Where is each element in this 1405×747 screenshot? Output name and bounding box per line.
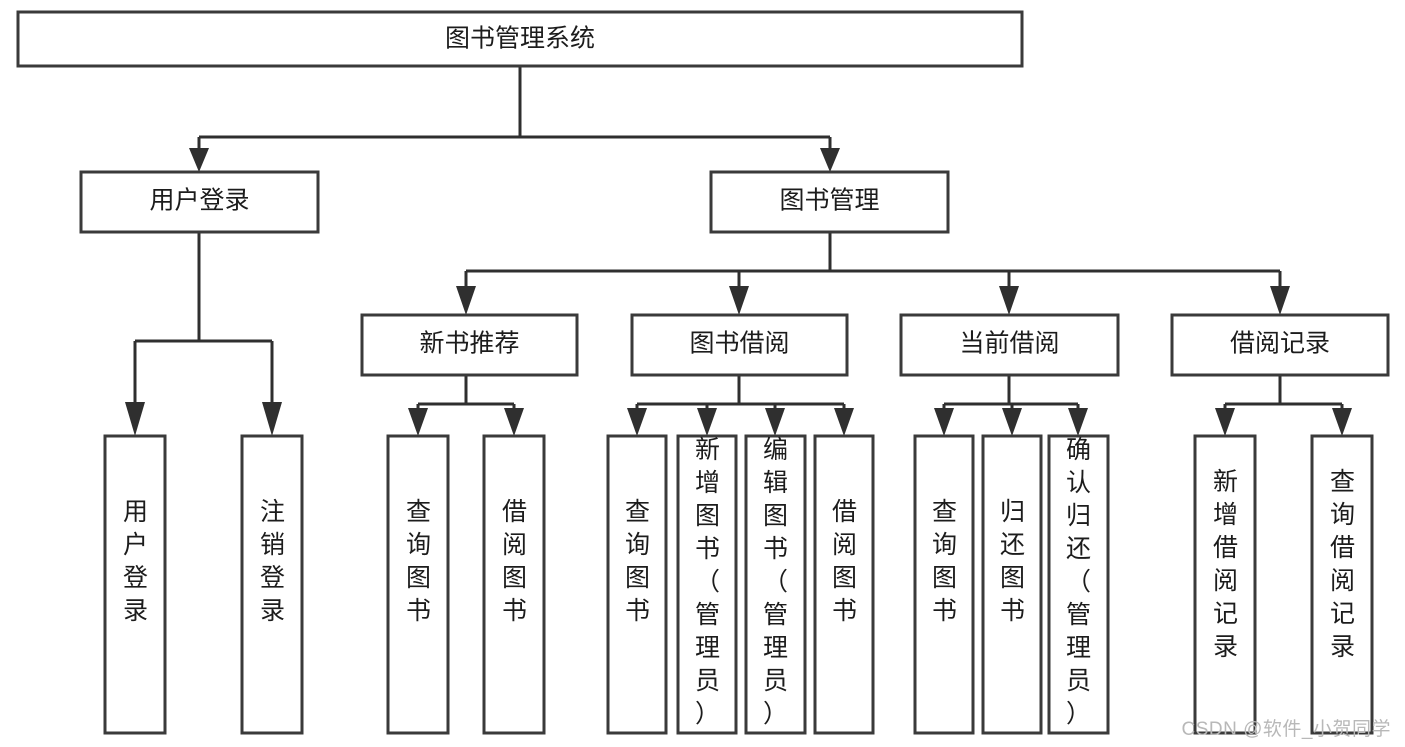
leaf-box-user-login[interactable] [103,434,167,735]
connector-group-book-borrow [627,375,854,436]
leaf-box-nbr-borrow-book[interactable] [482,434,546,735]
arrow-head-current-borrow [999,286,1019,315]
arrow-head-bb-query-book [627,408,647,436]
node-label-book-borrow: 图书借阅 [689,330,789,358]
connector-group-current-borrow [934,375,1088,436]
connector-group-user-login [125,232,282,436]
leaf-box-br-query-record[interactable] [1310,434,1374,735]
leaf-box-cb-query-book[interactable] [913,434,975,735]
arrow-head-bb-borrow-book [834,408,854,436]
leaf-label-cb-query-book: 查询图书 [932,498,957,625]
leaf-node-bb-edit-book[interactable]: 编辑图书（管理员） [744,434,807,735]
arrow-head-nbr-borrow-book [504,408,524,436]
arrow-head-br-add-record [1215,408,1235,436]
leaf-node-nbr-query-book[interactable]: 查询图书 [386,434,450,735]
leaf-box-logout[interactable] [240,434,304,735]
leaf-label-bb-query-book: 查询图书 [625,498,650,625]
arrow-head-bb-add-book [697,408,717,436]
node-label-borrow-record: 借阅记录 [1230,330,1330,358]
leaf-label-cb-confirm-return: 确认归还（管理员） [1066,436,1091,728]
arrow-head-borrow-record [1270,286,1290,315]
leaf-label-br-query-record: 查询借阅记录 [1330,468,1355,661]
leaf-node-cb-return-book[interactable]: 归还图书 [981,434,1043,735]
node-label-current-borrow: 当前借阅 [959,330,1059,358]
node-box-current-borrow[interactable] [899,313,1120,377]
node-book-borrow[interactable]: 图书借阅 [630,313,849,377]
leaf-label-user-login: 用户登录 [123,498,148,625]
node-borrow-record[interactable]: 借阅记录 [1170,313,1390,377]
node-box-book-management[interactable] [709,170,950,234]
leaf-node-bb-add-book[interactable]: 新增图书（管理员） [676,434,738,735]
node-box-book-borrow[interactable] [630,313,849,377]
node-label-user-login: 用户登录 [149,187,249,215]
connector-group-borrow-record [1215,375,1352,436]
node-user-login[interactable]: 用户登录 [79,170,320,234]
node-box-borrow-record[interactable] [1170,313,1390,377]
connector-group-new-book-recommend [408,375,524,436]
leaf-node-br-add-record[interactable]: 新增借阅记录 [1193,434,1257,735]
node-book-management[interactable]: 图书管理 [709,170,950,234]
leaf-box-br-add-record[interactable] [1193,434,1257,735]
leaf-label-bb-add-book: 新增图书（管理员） [695,436,720,728]
arrow-head-leaf-user-login [125,402,145,436]
arrow-head-leaf-logout [262,402,282,436]
leaf-label-bb-borrow-book: 借阅图书 [832,498,857,625]
arrow-head-book-borrow [729,286,749,315]
leaf-node-user-login[interactable]: 用户登录 [103,434,167,735]
node-current-borrow[interactable]: 当前借阅 [899,313,1120,377]
leaf-box-bb-borrow-book[interactable] [813,434,875,735]
leaf-node-cb-query-book[interactable]: 查询图书 [913,434,975,735]
leaf-box-bb-edit-book[interactable] [744,434,807,735]
arrow-head-book-manage [820,148,840,172]
arrow-head-cb-return-book [1002,408,1022,436]
leaf-label-logout: 注销登录 [260,498,285,625]
leaf-node-cb-confirm-return[interactable]: 确认归还（管理员） [1047,434,1110,735]
leaf-node-logout[interactable]: 注销登录 [240,434,304,735]
node-label-new-book-recommend: 新书推荐 [419,330,519,358]
arrow-head-cb-confirm-return [1068,408,1088,436]
leaf-label-br-add-record: 新增借阅记录 [1213,468,1238,661]
node-label-root: 图书管理系统 [445,25,595,53]
arrow-head-bb-edit-book [765,408,785,436]
leaf-node-br-query-record[interactable]: 查询借阅记录 [1310,434,1374,735]
leaf-box-nbr-query-book[interactable] [386,434,450,735]
leaf-label-bb-edit-book: 编辑图书（管理员） [763,436,788,728]
leaf-box-cb-return-book[interactable] [981,434,1043,735]
node-new-book-recommend[interactable]: 新书推荐 [360,313,579,377]
leaf-box-bb-query-book[interactable] [606,434,668,735]
leaf-box-bb-add-book[interactable] [676,434,738,735]
leaf-node-bb-borrow-book[interactable]: 借阅图书 [813,434,875,735]
node-root-book-management-system[interactable]: 图书管理系统 [16,10,1024,68]
leaf-box-cb-confirm-return[interactable] [1047,434,1110,735]
leaf-label-nbr-borrow-book: 借阅图书 [502,498,527,625]
arrow-head-cb-query-book [934,408,954,436]
connector-group-root [189,66,840,172]
arrow-head-br-query-record [1332,408,1352,436]
connector-group-book-manage [456,232,1290,315]
node-box-new-book-recommend[interactable] [360,313,579,377]
node-box-root[interactable] [16,10,1024,68]
node-label-book-management: 图书管理 [779,187,879,215]
arrow-head-user-login [189,148,209,172]
leaf-label-nbr-query-book: 查询图书 [406,498,431,625]
leaf-node-bb-query-book[interactable]: 查询图书 [606,434,668,735]
node-box-user-login[interactable] [79,170,320,234]
leaf-node-nbr-borrow-book[interactable]: 借阅图书 [482,434,546,735]
arrow-head-nbr-query-book [408,408,428,436]
leaf-label-cb-return-book: 归还图书 [1000,498,1025,625]
arrow-head-new-book-recommend [456,286,476,315]
